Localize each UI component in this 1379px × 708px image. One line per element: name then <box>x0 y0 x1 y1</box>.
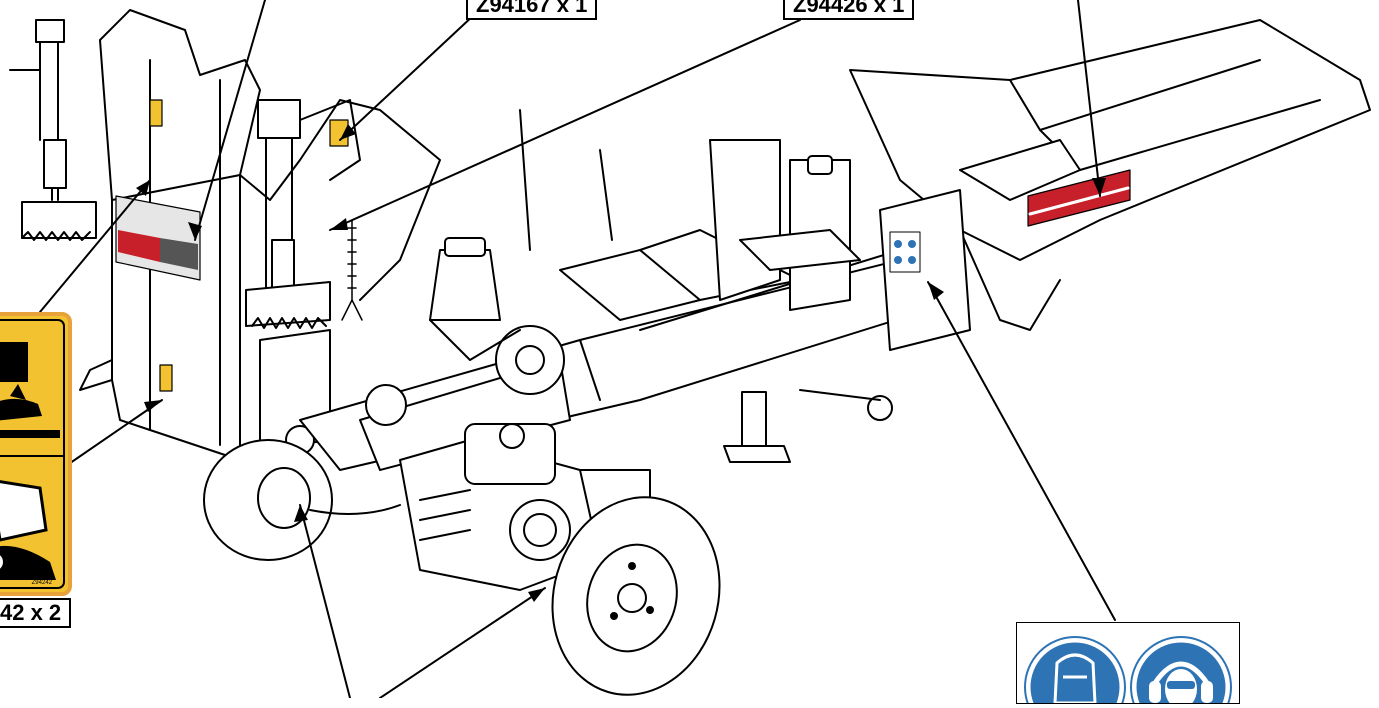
leader-arrows <box>136 124 1106 602</box>
callout-label-left: 42 x 2 <box>0 598 72 628</box>
warning-decal-code: Z94242 <box>32 580 53 586</box>
left-wheel <box>203 439 401 561</box>
leader-lines <box>39 0 1116 698</box>
callout-label-z94167: Z94167 x 1 <box>466 0 598 20</box>
chain <box>341 219 363 321</box>
log-tray <box>849 19 1371 351</box>
hopper-logo-decal <box>115 195 201 281</box>
warning-decal: Z94242 <box>0 312 72 596</box>
hopper-body <box>79 9 261 461</box>
main-beam <box>299 249 961 471</box>
right-wheel <box>551 496 721 696</box>
ppe-decal-on-machine <box>889 231 921 273</box>
left-jack-stand <box>9 19 97 241</box>
ppe-sign-panel <box>1016 622 1240 708</box>
ear-protection-icon <box>1130 636 1232 708</box>
rear-jack <box>723 389 893 463</box>
engine <box>399 423 651 591</box>
callout-label-z94426: Z94426 x 1 <box>783 0 915 20</box>
splitting-table <box>519 109 861 321</box>
splitting-tower <box>239 99 441 455</box>
hydraulic-cylinder <box>429 237 521 361</box>
crush-hazard-icon <box>0 342 60 438</box>
face-shield-icon <box>1024 636 1126 708</box>
wedge-hazard-icon <box>0 480 56 580</box>
